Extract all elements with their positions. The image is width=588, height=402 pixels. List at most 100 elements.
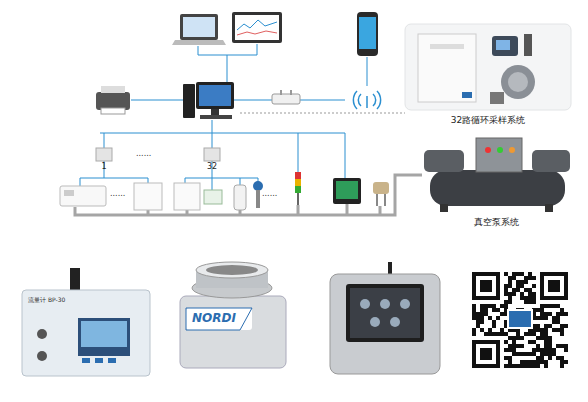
qr-code <box>504 356 508 360</box>
brand-logo: NORDI <box>192 311 236 325</box>
network-wires <box>233 100 272 101</box>
qr-code <box>508 348 512 352</box>
qr-code <box>544 336 548 340</box>
qr-code <box>512 352 516 356</box>
laptop-icon <box>183 17 215 37</box>
hub-boxes <box>96 148 112 161</box>
dotted-link <box>240 113 405 114</box>
qr-code <box>548 352 552 356</box>
qr-code <box>556 320 560 324</box>
wifi-icon <box>377 91 381 109</box>
sampler-and-blower <box>524 34 532 56</box>
qr-code <box>536 348 540 352</box>
wifi-icon <box>358 94 361 106</box>
system-box: 32路循环采样系统 <box>405 24 571 124</box>
qr-code <box>488 316 492 320</box>
qr-code <box>496 332 500 336</box>
qr-code <box>528 296 532 300</box>
qr-code <box>548 312 552 316</box>
particle-counter-product <box>370 317 380 327</box>
field-devices <box>295 172 301 179</box>
qr-code <box>540 308 544 312</box>
qr-code <box>470 268 570 372</box>
qr-code <box>516 284 520 288</box>
qr-code <box>552 328 556 332</box>
desktop-computer <box>200 115 232 119</box>
field-devices <box>384 194 386 206</box>
hub-box: 1 <box>96 148 112 161</box>
flow-meter-product <box>95 358 103 363</box>
qr-code <box>560 308 564 312</box>
qr-code <box>520 364 524 368</box>
qr-code <box>520 280 524 284</box>
qr-code <box>540 332 544 336</box>
qr-code <box>474 274 498 298</box>
qr-code <box>524 352 528 356</box>
field-devices <box>336 181 358 199</box>
qr-code <box>474 342 498 366</box>
qr-code <box>528 364 532 368</box>
qr-code <box>556 316 560 320</box>
qr-code <box>540 336 544 340</box>
qr-code <box>504 332 508 336</box>
qr-code <box>528 292 532 296</box>
flow-meter-product <box>37 329 47 339</box>
network-wires <box>198 44 257 55</box>
qr-code <box>476 312 480 316</box>
flow-meter-product <box>78 318 130 356</box>
qr-code <box>540 304 544 308</box>
qr-code <box>508 310 532 328</box>
qr-code <box>496 316 500 320</box>
wifi-icon <box>353 91 380 109</box>
monitor-icon <box>237 31 277 35</box>
qr-code <box>480 348 492 360</box>
qr-code <box>536 356 540 360</box>
router-icon <box>280 90 282 95</box>
qr-code <box>516 352 520 356</box>
qr-code <box>540 348 544 352</box>
network-wires <box>300 100 345 101</box>
qr-code <box>542 274 566 298</box>
qr-code <box>544 324 548 328</box>
qr-code <box>528 340 532 344</box>
vacuum-pump <box>485 147 491 153</box>
qr-code <box>532 284 536 288</box>
vacuum-pump <box>532 150 570 172</box>
vacuum-pump <box>476 138 522 172</box>
qr-code <box>524 300 528 304</box>
device-label: 流量计 BP-30 <box>28 296 65 305</box>
qr-code <box>504 284 508 288</box>
printer-icon <box>101 108 125 114</box>
qr-code <box>504 340 508 344</box>
qr-code <box>544 332 548 336</box>
ellipsis-mark: ...... <box>110 189 125 198</box>
qr-code <box>476 324 480 328</box>
qr-code <box>548 348 552 352</box>
qr-code <box>536 324 540 328</box>
qr-code <box>528 332 532 336</box>
vacuum-pump <box>424 150 464 172</box>
qr-code <box>512 292 516 296</box>
vacuum-pipe <box>239 210 242 215</box>
qr-code <box>472 308 476 312</box>
qr-code <box>564 348 568 352</box>
printer-icon <box>96 86 130 114</box>
particle-counter-product <box>330 262 440 374</box>
qr-code <box>508 364 512 368</box>
qr-code <box>508 356 512 360</box>
qr-code <box>512 348 516 352</box>
qr-code <box>560 332 564 336</box>
qr-code <box>548 336 552 340</box>
router-icon <box>272 90 300 104</box>
qr-code <box>528 272 532 276</box>
qr-code <box>480 320 484 324</box>
network-wires <box>212 133 213 148</box>
network-wires <box>185 178 258 179</box>
qr-code <box>504 288 508 292</box>
vacuum-pump <box>497 147 503 153</box>
desktop-computer <box>211 109 219 115</box>
qr-code <box>508 280 512 284</box>
particle-counter-product <box>360 299 370 309</box>
wifi-icon <box>366 96 368 108</box>
